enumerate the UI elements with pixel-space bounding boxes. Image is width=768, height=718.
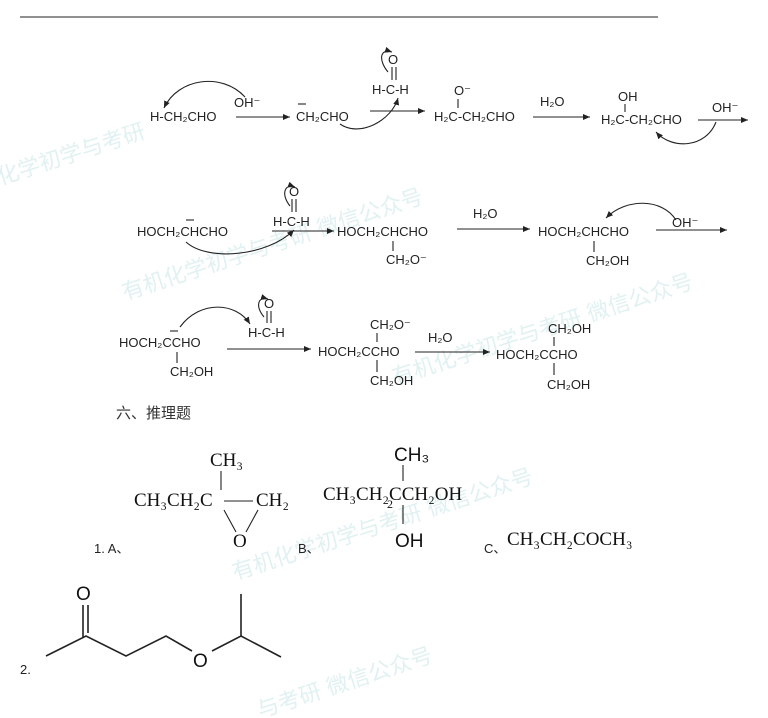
watermark-text: 有机化学初学与考研 微信公众号	[229, 465, 536, 586]
hydroxymethyl-group: CH₂OH	[370, 373, 413, 388]
butanone-formula: CH₃CH₂COCH₃	[507, 529, 632, 550]
alkoxide-group: CH₂O⁻	[386, 252, 427, 267]
hydroxide-label: OH⁻	[672, 215, 698, 230]
carbanion-intermediate: HOCH₂CCHO	[119, 335, 201, 350]
answer-b-label: B、	[298, 541, 320, 556]
water-label: H₂O	[540, 94, 565, 109]
curved-arrow	[284, 181, 296, 207]
formaldehyde: H-C-H	[372, 82, 409, 97]
hydroxymethyl-group: CH₂OH	[586, 253, 629, 268]
alkoxide-group: CH₂O⁻	[370, 317, 411, 332]
hydroxymethyl-group: CH₂OH	[170, 364, 213, 379]
enolate-carbanion: CH₂CHO	[296, 109, 349, 124]
formaldehyde: H-C-H	[273, 214, 310, 229]
ketone-oxygen: O	[76, 584, 91, 605]
methyl-group: CH₃	[210, 450, 243, 471]
alkoxide-intermediate: H₂C-CH₂CHO	[434, 109, 515, 124]
watermark-text: 化学初学与考研	[0, 119, 148, 190]
diol-chain: CH₃CH₂CCH₂OH	[323, 484, 462, 505]
epoxide-bond	[223, 509, 237, 533]
curved-arrow	[605, 202, 677, 221]
answer-c-label: C、	[484, 541, 506, 556]
carbon-skeleton	[45, 635, 193, 657]
answer-2: 2. O O	[20, 584, 282, 677]
formaldehyde: H-C-H	[248, 325, 285, 340]
subscript-digit: 2	[387, 497, 393, 511]
ethyl-carbon-chain: CH₃CH₂C	[134, 490, 213, 511]
water-label: H₂O	[473, 206, 498, 221]
pentaerythritol-precursor: HOCH₂CCHO	[496, 347, 578, 362]
curved-arrow	[179, 306, 251, 328]
question-2-label: 2.	[20, 662, 31, 677]
alkoxide-oxygen: O⁻	[454, 83, 471, 98]
curved-arrow	[163, 80, 246, 109]
tertiary-hydroxyl: OH	[395, 531, 424, 552]
curved-arrow	[185, 229, 295, 255]
watermark-text: 有机化学初学与考研 微信公众号	[119, 185, 426, 306]
mechanism-row-2: HOCH₂CHCHO O H-C-H HOCH₂CHCHO CH₂O⁻ H₂O …	[137, 181, 727, 268]
diol-intermediate: HOCH₂CHCHO	[538, 224, 629, 239]
section-heading: 六、推理题	[116, 404, 191, 422]
carbanion-intermediate: HOCH₂CHCHO	[137, 224, 228, 239]
alkoxide-intermediate: HOCH₂CHCHO	[337, 224, 428, 239]
epoxide-bond	[245, 509, 259, 533]
water-label: H₂O	[428, 330, 453, 345]
curved-arrow	[258, 294, 269, 318]
watermark-text: 与考研 微信公众号	[254, 643, 436, 718]
alkoxide-intermediate: HOCH₂CCHO	[318, 344, 400, 359]
curved-arrow	[339, 97, 400, 130]
answer-1: 1. A、 CH₃ CH₃CH₂C CH₂ O B、 CH₃ CH₃CH₂CCH…	[94, 445, 632, 556]
carbonyl-oxygen: O	[264, 296, 274, 311]
aldol-product: H₂C-CH₂CHO	[601, 112, 682, 127]
methyl-group: CH₃	[394, 445, 429, 466]
hydroxide-label: OH⁻	[712, 100, 738, 115]
mechanism-row-3: HOCH₂CCHO CH₂OH O H-C-H CH₂O⁻ HOCH₂CCHO …	[119, 294, 591, 392]
carbonyl-oxygen: O	[289, 184, 299, 199]
isopropyl-skeleton	[211, 635, 282, 658]
mechanism-row-1: H-CH₂CHO OH⁻ CH₂CHO O H-C-H O⁻ H₂C-CH₂CH…	[150, 46, 748, 145]
ring-methylene: CH₂	[256, 490, 289, 511]
hydroxide-label: OH⁻	[234, 95, 260, 110]
curved-arrow	[381, 46, 393, 73]
ether-oxygen: O	[193, 651, 208, 672]
epoxide-oxygen: O	[233, 531, 247, 552]
hydroxymethyl-group: CH₂OH	[548, 321, 591, 336]
curved-arrow	[655, 121, 717, 145]
hydroxymethyl-group: CH₂OH	[547, 377, 590, 392]
reactant-acetaldehyde: H-CH₂CHO	[150, 109, 216, 124]
question-1-label: 1. A、	[94, 541, 129, 556]
hydroxyl-group: OH	[618, 89, 638, 104]
carbonyl-oxygen: O	[388, 52, 398, 67]
watermark-layer: 化学初学与考研 有机化学初学与考研 微信公众号 有机化学初学与考研 微信公众号 …	[0, 119, 696, 718]
